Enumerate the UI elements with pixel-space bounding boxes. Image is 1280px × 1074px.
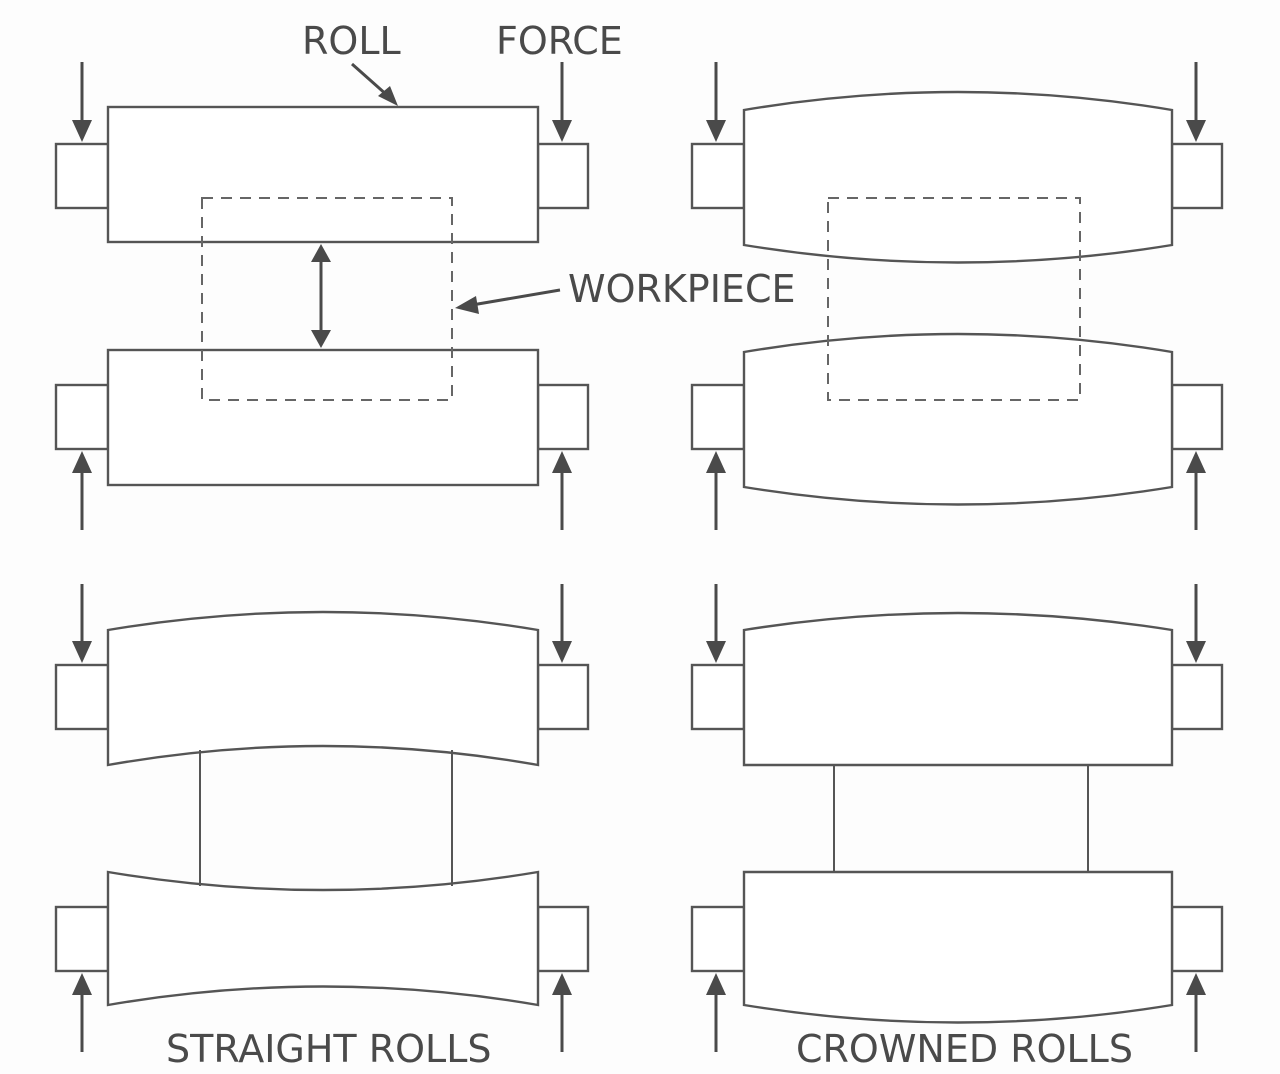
roll-label: ROLL — [302, 19, 401, 63]
crowned-rolls-unloaded — [690, 62, 1224, 530]
roll-neck — [536, 383, 590, 451]
roll-neck — [690, 663, 746, 731]
straight-rolls-caption: STRAIGHT ROLLS — [166, 1027, 492, 1071]
force-arrow-head — [1186, 451, 1206, 473]
lower-bent-roll — [106, 870, 540, 1007]
crowned-rolls-caption: CROWNED ROLLS — [796, 1027, 1133, 1071]
force-arrow-head — [706, 120, 726, 142]
workpiece-leader-head — [455, 296, 479, 314]
roll-leader — [351, 62, 389, 98]
force-arrow-head — [1186, 973, 1206, 995]
roll-neck — [54, 905, 110, 973]
lower-roll — [106, 348, 540, 487]
crowned-rolls-deflected — [690, 584, 1224, 1052]
workpiece-outline — [201, 197, 453, 401]
force-arrow-head — [552, 641, 572, 663]
roll-neck — [54, 663, 110, 731]
roll-neck — [690, 142, 746, 210]
roll-neck — [54, 142, 110, 210]
force-arrow-head — [706, 451, 726, 473]
force-arrow-head — [72, 973, 92, 995]
upper-flattened-roll — [742, 611, 1174, 767]
force-arrow-head — [1186, 641, 1206, 663]
gap-arrow-head-down — [311, 330, 331, 348]
roll-leader-head — [378, 86, 398, 106]
force-arrow-head — [1186, 120, 1206, 142]
roll-neck — [1170, 142, 1224, 210]
force-arrow-head — [72, 451, 92, 473]
force-arrow-head — [706, 641, 726, 663]
roll-neck — [54, 383, 110, 451]
upper-bent-roll — [106, 610, 540, 767]
roll-neck — [536, 142, 590, 210]
workpiece-outline — [827, 197, 1081, 401]
roll-neck — [536, 905, 590, 973]
straight-rolls-deflected — [54, 584, 590, 1052]
lower-flattened-roll — [742, 870, 1174, 1024]
roll-neck — [1170, 905, 1224, 973]
force-label: FORCE — [496, 19, 623, 63]
roll-neck — [690, 905, 746, 973]
upper-roll — [106, 105, 540, 244]
force-arrow-head — [72, 641, 92, 663]
workpiece-label: WORKPIECE — [568, 267, 795, 311]
workpiece-leader — [471, 288, 561, 307]
lower-crowned-roll — [742, 332, 1174, 506]
roll-neck — [690, 383, 746, 451]
straight-rolls-unloaded — [54, 62, 590, 530]
force-arrow-head — [706, 973, 726, 995]
roll-neck — [1170, 383, 1224, 451]
force-arrow-head — [552, 120, 572, 142]
force-arrow-head — [552, 451, 572, 473]
force-arrow-head — [72, 120, 92, 142]
roll-neck — [1170, 663, 1224, 731]
gap-arrow-head-up — [311, 244, 331, 262]
force-arrow-head — [552, 973, 572, 995]
roll-neck — [536, 663, 590, 731]
upper-crowned-roll — [742, 90, 1174, 264]
